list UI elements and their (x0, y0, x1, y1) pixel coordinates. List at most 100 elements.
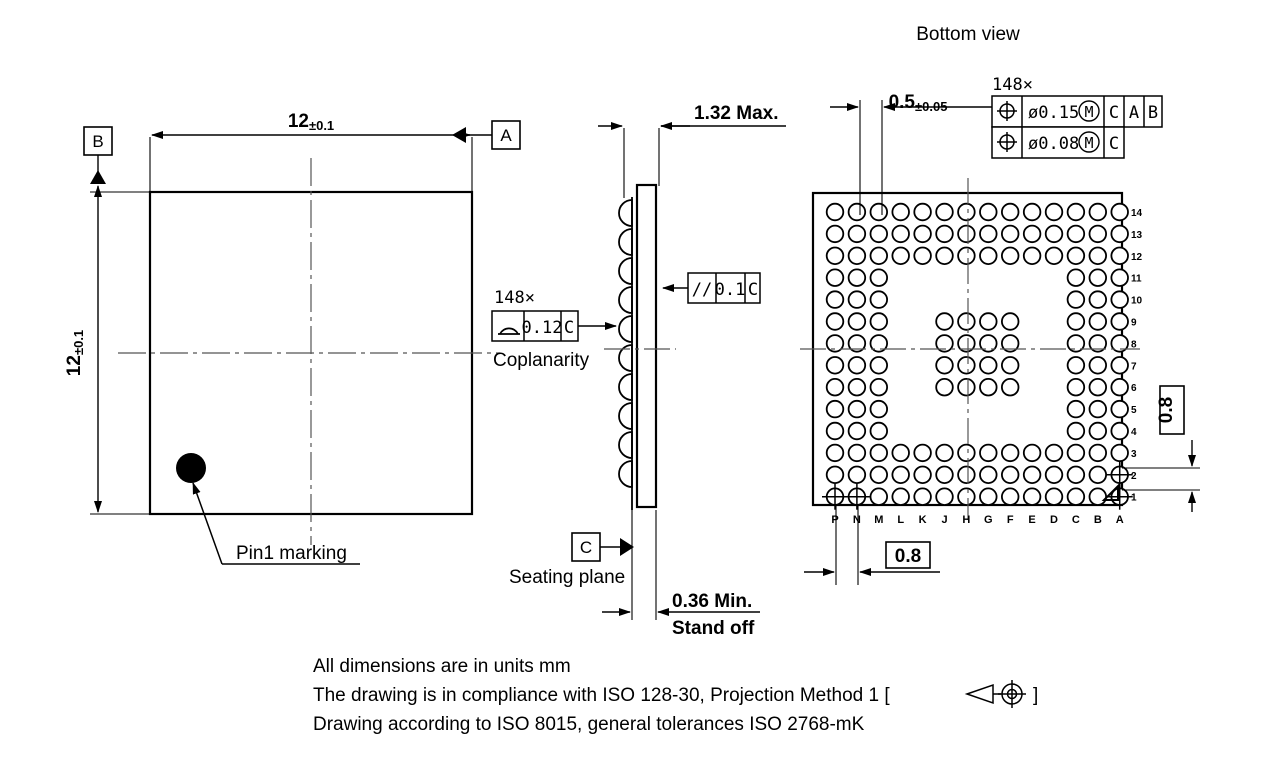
seating-plane-label: Seating plane (509, 567, 625, 588)
width-dim-tolerance: ±0.1 (309, 118, 334, 133)
ball-C2 (1066, 465, 1086, 485)
seating-plane-datum: C Seating plane (509, 532, 634, 588)
ball-N4 (847, 421, 867, 441)
ball-F9 (1001, 312, 1020, 331)
ball-J7 (935, 356, 954, 375)
top-view-centerlines (118, 158, 500, 545)
ball-E1 (1022, 487, 1042, 506)
standoff-dimension: 0.36 Min. Stand off (602, 510, 760, 639)
ball-A5 (1110, 399, 1129, 419)
ball-K2 (913, 465, 932, 485)
note-units: All dimensions are in units mm (313, 656, 571, 677)
coplanarity-quantity: 148× (494, 288, 535, 308)
ball-F14 (1001, 202, 1020, 222)
mmc-modifier-circle-2 (1078, 131, 1100, 153)
ball-E13 (1022, 224, 1042, 244)
parallelism-datum: C (748, 280, 758, 300)
ball-F8 (1001, 334, 1020, 353)
ball-G3 (979, 443, 998, 463)
ball-P9 (825, 312, 845, 331)
ball-H14 (957, 202, 976, 222)
pin1-marking-label: Pin1 marking (236, 543, 347, 564)
position-symbol-icon-2 (997, 132, 1017, 152)
row-label-13: 13 (1131, 230, 1143, 241)
ball-B7 (1088, 356, 1108, 375)
pitch-x-value: 0.8 (895, 546, 921, 567)
ball-H2 (957, 465, 976, 485)
col-label-N: N (853, 514, 861, 526)
ball-J12 (935, 246, 954, 266)
svg-text:0.5±0.05: 0.5±0.05 (889, 92, 948, 114)
coplanarity-label: Coplanarity (493, 350, 590, 371)
ball-A7 (1110, 356, 1129, 375)
coplanarity-fcf: 148× 0.12 C Coplanarity (491, 288, 617, 371)
ball-F12 (1001, 246, 1020, 266)
row-label-1: 1 (1131, 493, 1137, 504)
ball-D1 (1044, 487, 1064, 506)
pitch-y-dimension: 0.8 (1122, 385, 1200, 512)
pitch-x-dimension: 0.8 (804, 505, 940, 585)
ball-M6 (869, 378, 889, 397)
ball-F13 (1001, 224, 1020, 244)
ball-N6 (847, 378, 867, 397)
ball-H7 (957, 356, 976, 375)
datum-b-symbol: B (83, 126, 113, 215)
ball-G1 (979, 487, 998, 506)
seating-datum-label: C (580, 538, 592, 557)
ball-F2 (1001, 465, 1020, 485)
ball-A6 (1110, 378, 1129, 397)
row-label-10: 10 (1131, 296, 1143, 307)
ball-K12 (913, 246, 932, 266)
profile-of-surface-icon (499, 327, 519, 335)
ball-dia-value: 0.5 (889, 92, 916, 113)
pin1-marking-group: Pin1 marking (176, 453, 360, 565)
pin1-marking-dot (176, 453, 206, 483)
ball-G13 (979, 224, 998, 244)
height-dim-value: 12 (64, 355, 85, 376)
ball-C12 (1066, 246, 1086, 266)
ball-G8 (979, 334, 998, 353)
parallelism-fcf: // 0.1 C (662, 272, 761, 304)
ball-D14 (1044, 202, 1064, 222)
solder-ball-profiles (618, 199, 633, 488)
ball-L2 (891, 465, 910, 485)
col-label-E: E (1028, 514, 1035, 526)
row-label-4: 4 (1131, 427, 1137, 438)
position-fcf-row-1: ø0.15 M C A B (991, 95, 1163, 128)
ball-K1 (913, 487, 932, 506)
position-tol-value-2: ø0.08 (1028, 134, 1079, 154)
width-dimension: 12±0.1 (149, 111, 473, 196)
ball-M9 (869, 312, 889, 331)
col-label-K: K (919, 514, 927, 526)
col-label-M: M (874, 514, 883, 526)
side-height-dimension: 1.32 Max. (598, 103, 786, 198)
ball-J6 (935, 378, 954, 397)
ball-G6 (979, 378, 998, 397)
ball-A3 (1110, 443, 1129, 463)
pin1-corner-triangle-icon (1101, 483, 1119, 501)
ball-M11 (869, 268, 889, 287)
mmc-modifier-1: M (1084, 103, 1093, 121)
ball-H9 (957, 312, 976, 331)
svg-text:12±0.1: 12±0.1 (64, 330, 86, 376)
ball-J13 (935, 224, 954, 244)
row-label-6: 6 (1131, 383, 1137, 394)
ball-A4 (1110, 421, 1129, 441)
ball-E14 (1022, 202, 1042, 222)
ball-M5 (869, 399, 889, 419)
ball-K13 (913, 224, 932, 244)
ball-D12 (1044, 246, 1064, 266)
ball-M12 (869, 246, 889, 266)
side-height-value: 1.32 Max. (694, 103, 779, 124)
ball-C11 (1066, 268, 1086, 287)
position-tol-value-1: ø0.15 (1028, 103, 1079, 123)
coplanarity-value: 0.12 (522, 318, 563, 338)
width-dim-value: 12 (288, 111, 309, 132)
ball-N7 (847, 356, 867, 375)
ball-M2 (869, 465, 889, 485)
ball-J8 (935, 334, 954, 353)
notes-block: All dimensions are in units mm The drawi… (313, 656, 1038, 735)
row-label-2: 2 (1131, 471, 1137, 482)
